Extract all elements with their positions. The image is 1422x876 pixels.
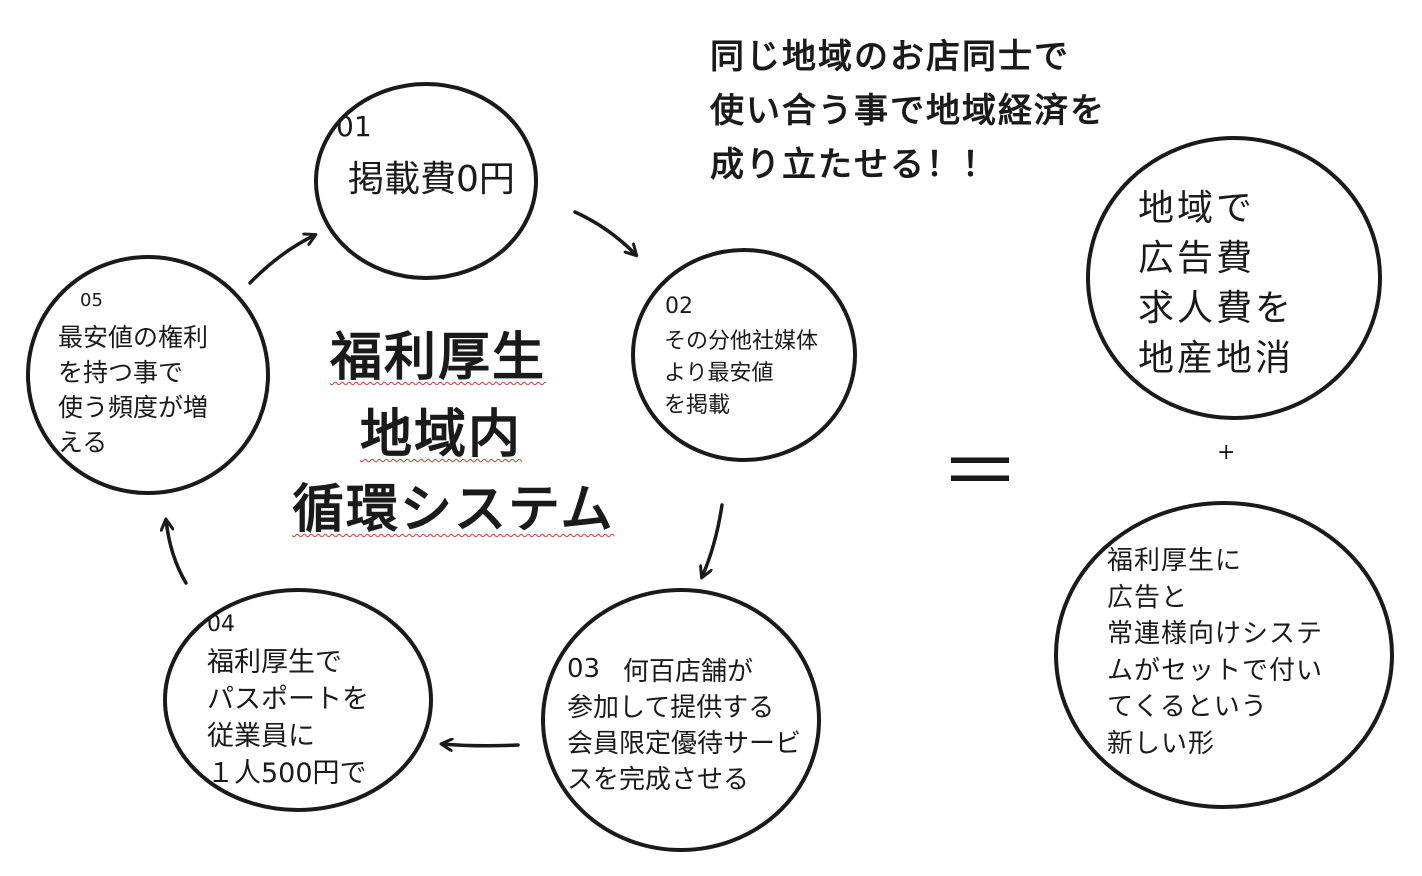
step-01-number: 01 <box>336 110 372 143</box>
arrow-04-to-05 <box>166 520 188 585</box>
arrow-03-to-04 <box>442 744 520 746</box>
cycle-circle-01 <box>314 82 538 280</box>
result-circle-bottom <box>1054 501 1394 809</box>
center-title-line-2: 地域内 <box>360 405 523 465</box>
arrow-01-to-02 <box>573 210 636 255</box>
plus-sign: + <box>1217 440 1236 465</box>
step-04-number: 04 <box>207 612 235 637</box>
step-01-text: 掲載費0円 <box>348 159 515 200</box>
cycle-circle-05 <box>26 255 270 495</box>
result-top-text: 地域で 広告費 求人費を 地産地消 <box>1138 188 1295 379</box>
arrow-02-to-03 <box>702 503 724 577</box>
arrow-05-to-01 <box>248 235 315 285</box>
center-title-line-1: 福利厚生 <box>330 328 547 388</box>
step-03-number: 03 <box>567 654 601 684</box>
step-04-text: 福利厚生で パスポートを 従業員に １人500円で <box>207 647 369 789</box>
result-bottom-text: 福利厚生に 広告と 常連様向けシステ ムがセットで付い てくるという 新しい形 <box>1107 546 1324 759</box>
step-05-text: 最安値の権利 を持つ事で 使う頻度が増 える <box>58 323 209 457</box>
result-circle-top <box>1086 136 1382 420</box>
step-02-text: その分他社媒体 より最安値 を掲載 <box>664 329 819 418</box>
step-02-number: 02 <box>665 294 693 319</box>
equals-sign: ＝ <box>940 426 1020 519</box>
cycle-circle-02 <box>631 248 857 462</box>
step-03-text: 何百店舗が 参加して提供する 会員限定優待サービ スを完成させる <box>567 657 802 795</box>
center-title-line-3: 循環システム <box>292 480 615 540</box>
step-05-number: 05 <box>80 290 103 311</box>
cycle-circle-03 <box>541 588 821 852</box>
cycle-circle-04 <box>163 588 433 812</box>
headline-text: 同じ地域のお店同士で 使い合う事で地域経済を 成り立たせる！！ <box>710 37 1106 185</box>
